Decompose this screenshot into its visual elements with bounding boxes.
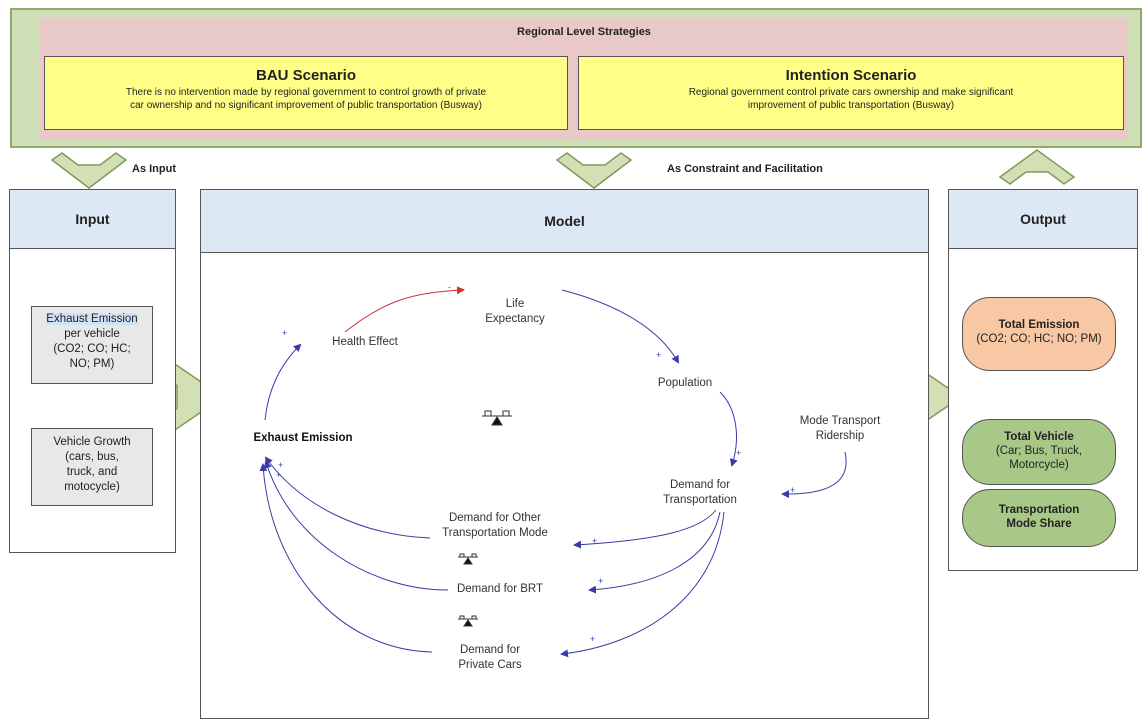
link-brt-exhaust: [263, 460, 449, 591]
output-up-chevron-icon: [998, 149, 1076, 185]
demand-other-line1: Demand for Other: [448, 512, 542, 524]
polarity-plus-private: +: [590, 634, 596, 644]
node-exhaust-emission: Exhaust Emission: [253, 432, 353, 444]
input-header: Input: [10, 190, 175, 249]
intention-scenario-box: Intention Scenario Regional government c…: [578, 56, 1124, 130]
total-emission-detail: (CO2; CO; HC; NO; PM): [976, 333, 1102, 345]
exhaust-per-vehicle-box: Exhaust Emission per vehicle (CO2; CO; H…: [31, 306, 153, 384]
exhaust-box-line2: per vehicle: [64, 328, 120, 340]
demand-private-line2: Private Cars: [458, 659, 522, 671]
total-emission-oval: Total Emission (CO2; CO; HC; NO; PM): [962, 297, 1116, 371]
intention-desc-line2: improvement of public transportation (Bu…: [747, 100, 955, 111]
mode-share-line1: Transportation: [998, 504, 1080, 516]
link-demand-private: [560, 511, 725, 658]
bau-description: There is no intervention made by regiona…: [45, 84, 567, 112]
polarity-plus-brt: +: [598, 576, 604, 586]
as-constraint-label: As Constraint and Facilitation: [667, 163, 823, 175]
intention-desc-line1: Regional government control private cars…: [688, 87, 1014, 98]
total-emission-title: Total Emission: [998, 319, 1080, 331]
link-life-population: [561, 289, 679, 364]
node-demand-transportation: Demand for Transportation: [640, 478, 760, 508]
total-vehicle-title: Total Vehicle: [1004, 431, 1074, 443]
polarity-plus-ridership: +: [790, 485, 796, 495]
balance-icon-top: [482, 410, 512, 426]
bau-desc-line2: car ownership and no significant improve…: [130, 100, 482, 111]
life-line2: Expectancy: [485, 313, 545, 325]
vehicle-growth-box: Vehicle Growth (cars, bus, truck, and mo…: [31, 428, 153, 506]
balance-icon-bottom: [458, 615, 478, 627]
polarity-plus-exhaust-2: +: [276, 470, 282, 480]
output-header: Output: [949, 190, 1137, 249]
link-other-exhaust: [264, 456, 431, 539]
link-health-life: [344, 286, 465, 333]
polarity-plus-exhaust-1: +: [278, 460, 284, 470]
mode-line1: Mode Transport: [799, 415, 881, 427]
link-exhaust-health: [264, 343, 302, 421]
mode-share-oval: Transportation Mode Share: [962, 489, 1116, 547]
strategies-title: Regional Level Strategies: [517, 26, 651, 38]
exhaust-box-line4: NO; PM): [69, 358, 115, 370]
model-panel: Model: [200, 189, 929, 719]
node-demand-private-cars: Demand for Private Cars: [440, 643, 540, 673]
life-line1: Life: [505, 298, 525, 310]
bau-scenario-box: BAU Scenario There is no intervention ma…: [44, 56, 568, 130]
demand-transport-line2: Transportation: [663, 494, 737, 506]
node-health-effect: Health Effect: [332, 336, 398, 348]
bau-desc-line1: There is no intervention made by regiona…: [125, 87, 487, 98]
node-demand-other-mode: Demand for Other Transportation Mode: [420, 511, 570, 541]
total-vehicle-detail1: (Car; Bus, Truck,: [995, 445, 1083, 457]
node-life-expectancy: Life Expectancy: [470, 297, 560, 327]
as-constraint-chevron-icon: [555, 152, 633, 189]
intention-title: Intention Scenario: [785, 67, 917, 84]
node-population: Population: [657, 377, 713, 389]
demand-private-line1: Demand for: [459, 644, 521, 656]
total-vehicle-detail2: Motorcycle): [1009, 459, 1069, 471]
polarity-plus-other: +: [592, 536, 598, 546]
link-demand-other: [573, 509, 717, 549]
total-vehicle-oval: Total Vehicle (Car; Bus, Truck, Motorcyc…: [962, 419, 1116, 485]
growth-box-line1: Vehicle Growth: [53, 436, 131, 448]
as-input-label: As Input: [132, 163, 176, 175]
exhaust-box-line3: (CO2; CO; HC;: [53, 343, 131, 355]
polarity-plus-exhaust-health: +: [282, 328, 288, 338]
polarity-plus-life-population: +: [656, 350, 662, 360]
exhaust-box-line1: Exhaust Emission: [46, 313, 138, 325]
link-demand-brt: [588, 511, 721, 594]
growth-box-line2: (cars, bus,: [65, 451, 119, 463]
mode-line2: Ridership: [815, 430, 865, 442]
polarity-minus-health-life: -: [448, 282, 451, 292]
model-header: Model: [201, 190, 928, 253]
growth-box-line4: motocycle): [64, 481, 120, 493]
link-population-demand: [719, 391, 738, 467]
polarity-plus-population-demand: +: [736, 448, 742, 458]
bau-title: BAU Scenario: [255, 67, 357, 84]
link-private-exhaust: [259, 463, 433, 653]
link-ridership-demand: [781, 451, 847, 499]
demand-transport-line1: Demand for: [669, 479, 731, 491]
demand-other-line2: Transportation Mode: [442, 527, 548, 539]
intention-description: Regional government control private cars…: [579, 84, 1123, 112]
node-mode-ridership: Mode Transport Ridership: [780, 414, 900, 444]
node-demand-brt: Demand for BRT: [456, 583, 544, 595]
balance-icon-middle: [458, 553, 478, 565]
mode-share-line2: Mode Share: [1006, 518, 1072, 530]
as-input-chevron-icon: [50, 152, 128, 189]
growth-box-line3: truck, and: [66, 466, 118, 478]
